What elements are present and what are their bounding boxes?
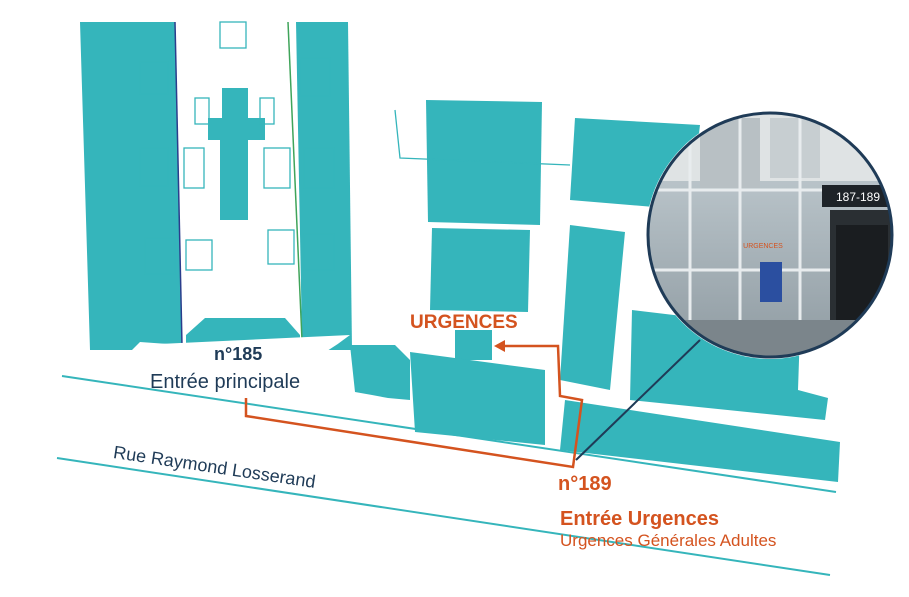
- emergency-service-label: Urgences Générales Adultes: [560, 531, 777, 550]
- building-center-b: [430, 228, 530, 312]
- street-edge-bottom: [56, 457, 831, 576]
- building-middle: [350, 345, 410, 400]
- photo-address-sign: 187-189: [836, 190, 880, 204]
- main-entrance-label: Entrée principale: [150, 371, 301, 393]
- rail-right: [287, 21, 303, 341]
- emergency-building-number: n°189: [558, 473, 612, 495]
- building-front-strip: [560, 400, 840, 482]
- photo-pointer-line: [575, 339, 701, 461]
- building-lower-center: [410, 352, 545, 445]
- urgences-heading: URGENCES: [410, 312, 518, 333]
- arrow-right-icon: [494, 340, 505, 352]
- emergency-entrance-label: Entrée Urgences: [560, 508, 719, 530]
- courtyard-outlines: [139, 21, 571, 275]
- buildings: [80, 22, 840, 482]
- building-chapel: [208, 88, 265, 220]
- main-building-number: n°185: [214, 344, 263, 364]
- photo-inset: 187-189 URGENCES: [646, 111, 894, 359]
- building-center-a: [426, 100, 542, 225]
- building-right-mid: [560, 225, 625, 390]
- building-right-wing: [296, 22, 352, 350]
- photo-door-sign: URGENCES: [743, 243, 783, 250]
- rail-left: [174, 21, 183, 346]
- building-emergency: [455, 330, 492, 360]
- route-path: [244, 344, 584, 469]
- building-left-wing: [80, 22, 182, 350]
- courtyard-curve: [138, 335, 350, 380]
